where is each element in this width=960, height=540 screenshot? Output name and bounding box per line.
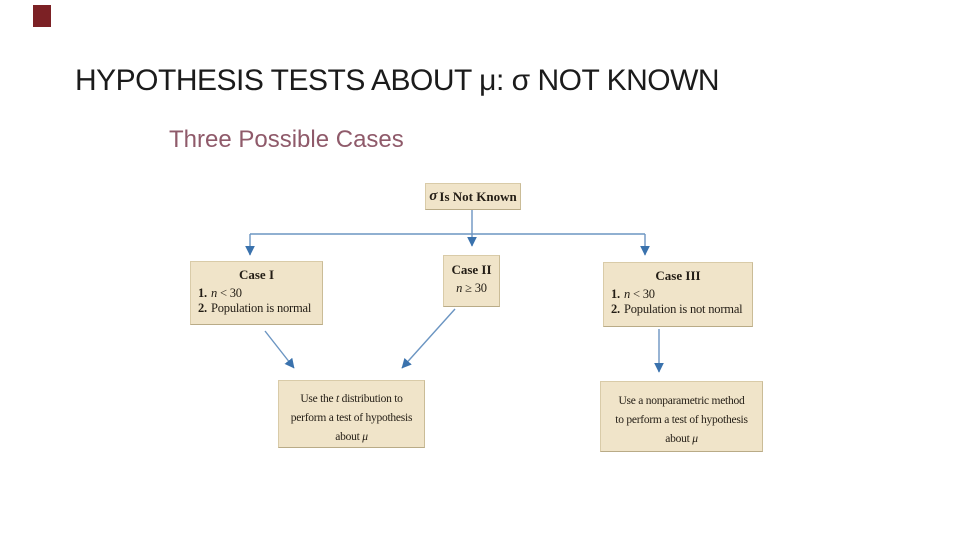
case3-item-1: 1.n < 30 (604, 287, 752, 302)
flowchart-box-use-t-distribution: Use the t distribution to perform a test… (278, 380, 425, 448)
use-t-line1-post: distribution to (338, 393, 403, 405)
case2-variable: n (456, 281, 463, 295)
case3-item2-text: Population is not normal (623, 302, 743, 316)
t-variable: t (336, 393, 339, 405)
use-t-line1: Use the t distribution to (279, 390, 424, 409)
use-t-line1-pre: Use the (300, 393, 336, 405)
case2-title: Case II (451, 262, 492, 277)
case3-title: Case III (655, 268, 701, 283)
connector-case1-to-t (264, 330, 295, 369)
slide-title: HYPOTHESIS TESTS ABOUT μ: σ NOT KNOWN (75, 64, 720, 97)
slide-accent-marker (33, 5, 51, 27)
mu-symbol: μ (362, 431, 368, 443)
case1-title: Case I (238, 267, 275, 282)
case3-item2-number: 2. (611, 302, 620, 316)
root-box-label: Is Not Known (439, 188, 517, 204)
flowchart-box-case1: Case I 1.n < 30 2.Population is normal (190, 261, 323, 325)
use-np-line2: to perform a test of hypothesis (615, 414, 748, 426)
flowchart-box-use-nonparametric: Use a nonparametric method to perform a … (600, 381, 763, 452)
use-t-line3: about μ (279, 428, 424, 447)
connector-case2-to-t (401, 308, 456, 369)
flowchart-box-sigma-not-known: σ Is Not Known (425, 183, 521, 210)
use-t-line2: perform a test of hypothesis (290, 412, 413, 424)
sigma-symbol: σ (429, 188, 438, 204)
use-np-line3: about μ (601, 430, 762, 449)
use-np-line1: Use a nonparametric method (618, 395, 745, 407)
slide-subtitle: Three Possible Cases (169, 126, 404, 153)
case1-item1-variable: n (210, 286, 218, 300)
case2-condition: n ≥ 30 (444, 281, 499, 296)
case1-item1-condition: < 30 (217, 286, 242, 300)
mu-symbol: μ (692, 433, 698, 445)
case1-item2-number: 2. (198, 301, 207, 315)
use-t-line3-pre: about (335, 431, 363, 443)
case1-item-2: 2.Population is normal (191, 301, 322, 316)
case1-item1-number: 1. (198, 286, 207, 300)
case1-item-1: 1.n < 30 (191, 286, 322, 301)
case2-condition-text: ≥ 30 (462, 281, 487, 295)
case3-item1-number: 1. (611, 287, 620, 301)
case3-item1-condition: < 30 (630, 287, 655, 301)
case3-item1-variable: n (623, 287, 631, 301)
case3-item-2: 2.Population is not normal (604, 302, 752, 317)
case1-item2-text: Population is normal (210, 301, 312, 315)
flowchart-box-case3: Case III 1.n < 30 2.Population is not no… (603, 262, 753, 327)
use-np-line3-pre: about (665, 433, 693, 445)
flowchart-box-case2: Case II n ≥ 30 (443, 255, 500, 307)
